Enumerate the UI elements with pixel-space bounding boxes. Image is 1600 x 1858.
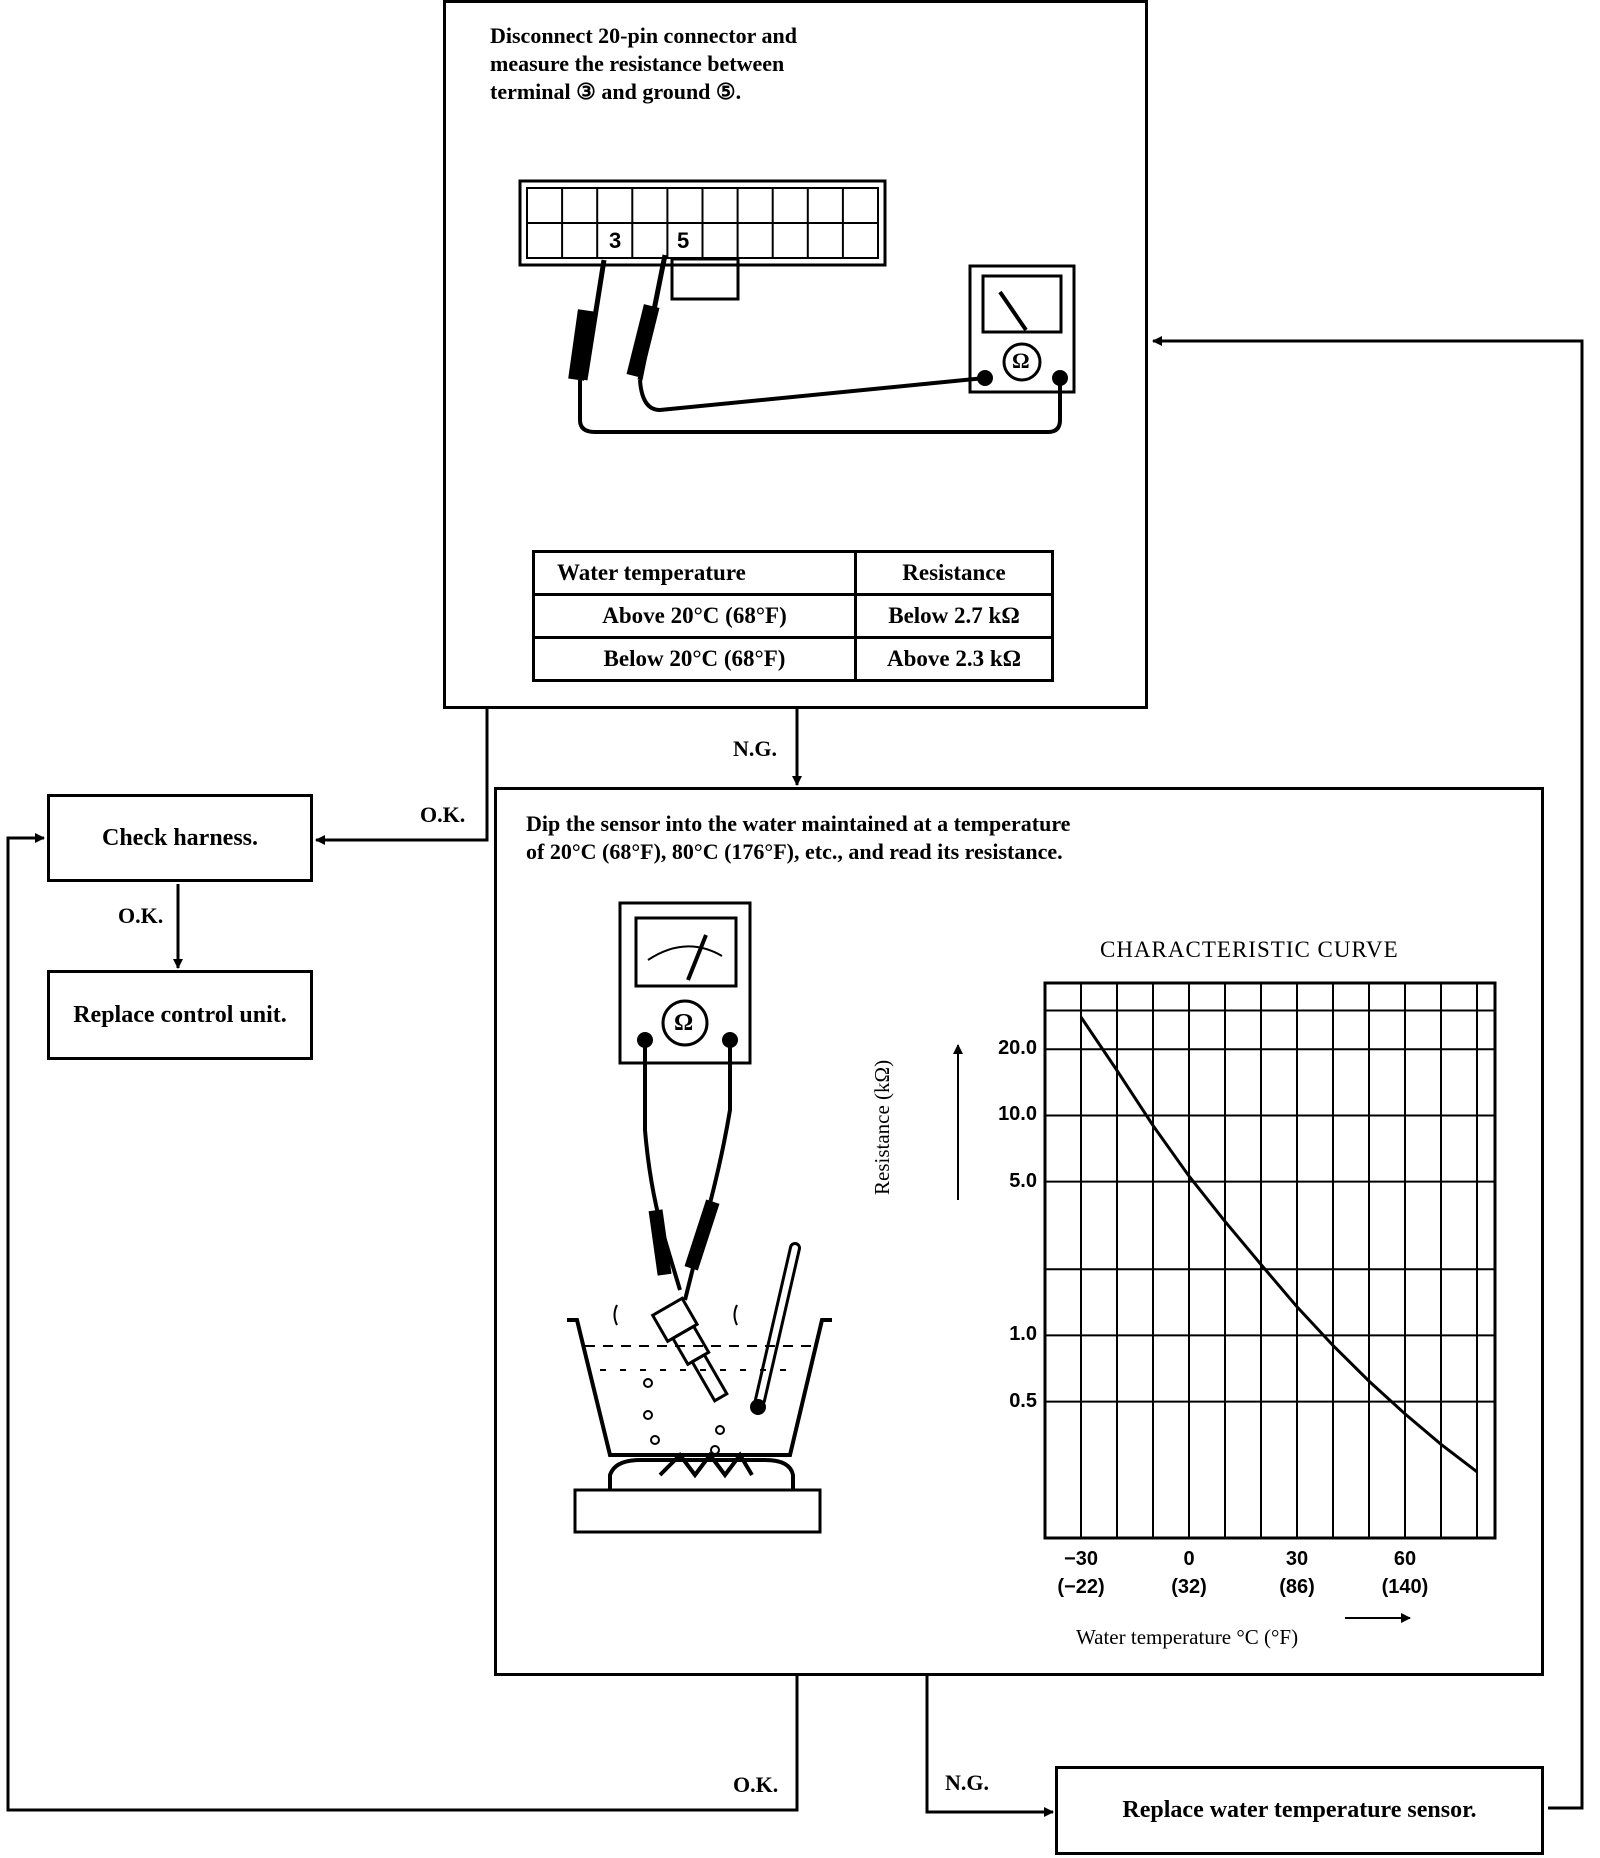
ohm-symbol-1: Ω <box>1012 348 1030 373</box>
spec-table: Water temperature Resistance Above 20°C … <box>532 550 1054 682</box>
table-header: Resistance <box>854 550 1054 596</box>
probe-a <box>568 309 594 381</box>
replace-sensor-box: Replace water temperature sensor. <box>1055 1766 1544 1855</box>
lead-wire-a <box>578 375 1062 434</box>
flow-ok-return <box>6 833 799 1812</box>
ohmmeter-2 <box>618 901 752 1065</box>
chart-series-line <box>1079 1016 1478 1473</box>
chart-frame <box>1043 981 1497 1540</box>
check-harness-box: Check harness. <box>47 794 313 882</box>
connector-pins <box>527 188 878 258</box>
y-tick-label: 20.0 <box>998 1037 1037 1060</box>
x-axis-label: Water temperature °C (°F) <box>1076 1625 1299 1649</box>
y-tick-label: 10.0 <box>998 1103 1037 1126</box>
stove-base <box>573 1488 822 1534</box>
connector-latch <box>670 257 740 301</box>
burner <box>608 1458 795 1490</box>
table-header: Water temperature <box>532 550 857 596</box>
table-row: Below 20°C (68°F) Above 2.3 kΩ <box>532 636 1054 682</box>
step2-instruction: Dip the sensor into the water maintained… <box>526 811 1071 864</box>
replace-control-unit-box: Replace control unit. <box>47 970 313 1060</box>
check-harness-label: Check harness. <box>101 824 258 851</box>
y-tick-label: 1.0 <box>1009 1323 1037 1346</box>
chart-title: CHARACTERISTIC CURVE <box>1100 937 1399 962</box>
ohm-icon <box>1002 342 1042 382</box>
connector-outline <box>518 179 887 267</box>
table-cell: Above 2.3 kΩ <box>854 636 1054 682</box>
x-tick-sublabel: (−22) <box>1057 1576 1105 1598</box>
dip-test-illustration <box>567 901 832 1534</box>
ohm-icon-2 <box>661 999 709 1047</box>
x-tick-label: 30 <box>1285 1548 1309 1570</box>
x-tick-sublabel: (140) <box>1381 1576 1429 1598</box>
flow-ok-to-check-harness <box>315 709 489 845</box>
thermometer <box>750 1242 801 1415</box>
step1-instruction: Disconnect 20-pin connector and measure … <box>490 23 797 104</box>
x-tick-label: 0 <box>1183 1548 1195 1570</box>
chart-grid <box>1045 983 1495 1538</box>
connector-diagram <box>518 179 1076 434</box>
ohm-symbol-2: Ω <box>674 1010 694 1036</box>
pin-label-5: 5 <box>677 228 690 253</box>
flow-connectors <box>6 336 1584 1817</box>
lead-wire-b <box>638 376 986 413</box>
table-row: Above 20°C (68°F) Below 2.7 kΩ <box>532 593 1054 639</box>
table-cell: Below 20°C (68°F) <box>532 636 857 682</box>
flow-ng-to-replace-sensor <box>925 1676 1054 1817</box>
x-tick-sublabel: (86) <box>1279 1576 1315 1598</box>
flow-label-ok: O.K. <box>733 1772 779 1797</box>
replace-control-unit-label: Replace control unit. <box>73 1001 287 1028</box>
flow-label-ng: N.G. <box>733 736 777 761</box>
characteristic-chart <box>953 981 1497 1623</box>
x-tick-label: −30 <box>1064 1548 1098 1570</box>
flow-label-ng: N.G. <box>945 1770 989 1795</box>
probe-b <box>626 304 660 378</box>
water-pot <box>567 1318 832 1457</box>
x-tick-label: 60 <box>1393 1548 1417 1570</box>
flow-label-ok: O.K. <box>420 802 466 827</box>
x-tick-sublabel: (32) <box>1171 1576 1207 1598</box>
table-cell: Below 2.7 kΩ <box>854 593 1054 639</box>
temperature-sensor <box>650 1296 729 1403</box>
replace-sensor-label: Replace water temperature sensor. <box>1122 1797 1477 1823</box>
step1-box <box>443 0 1148 709</box>
y-tick-label: 5.0 <box>1009 1169 1037 1192</box>
flow-loop-back <box>1152 336 1584 1810</box>
y-axis-label: Resistance (kΩ) <box>870 1059 894 1195</box>
flow-label-ok: O.K. <box>118 903 164 928</box>
y-tick-label: 0.5 <box>1009 1389 1037 1412</box>
pin-label-3: 3 <box>609 228 622 253</box>
table-header-row: Water temperature Resistance <box>532 550 1054 596</box>
step2-box <box>494 787 1544 1676</box>
flame <box>658 1451 754 1479</box>
table-cell: Above 20°C (68°F) <box>532 593 857 639</box>
ohmmeter-1 <box>968 264 1076 394</box>
